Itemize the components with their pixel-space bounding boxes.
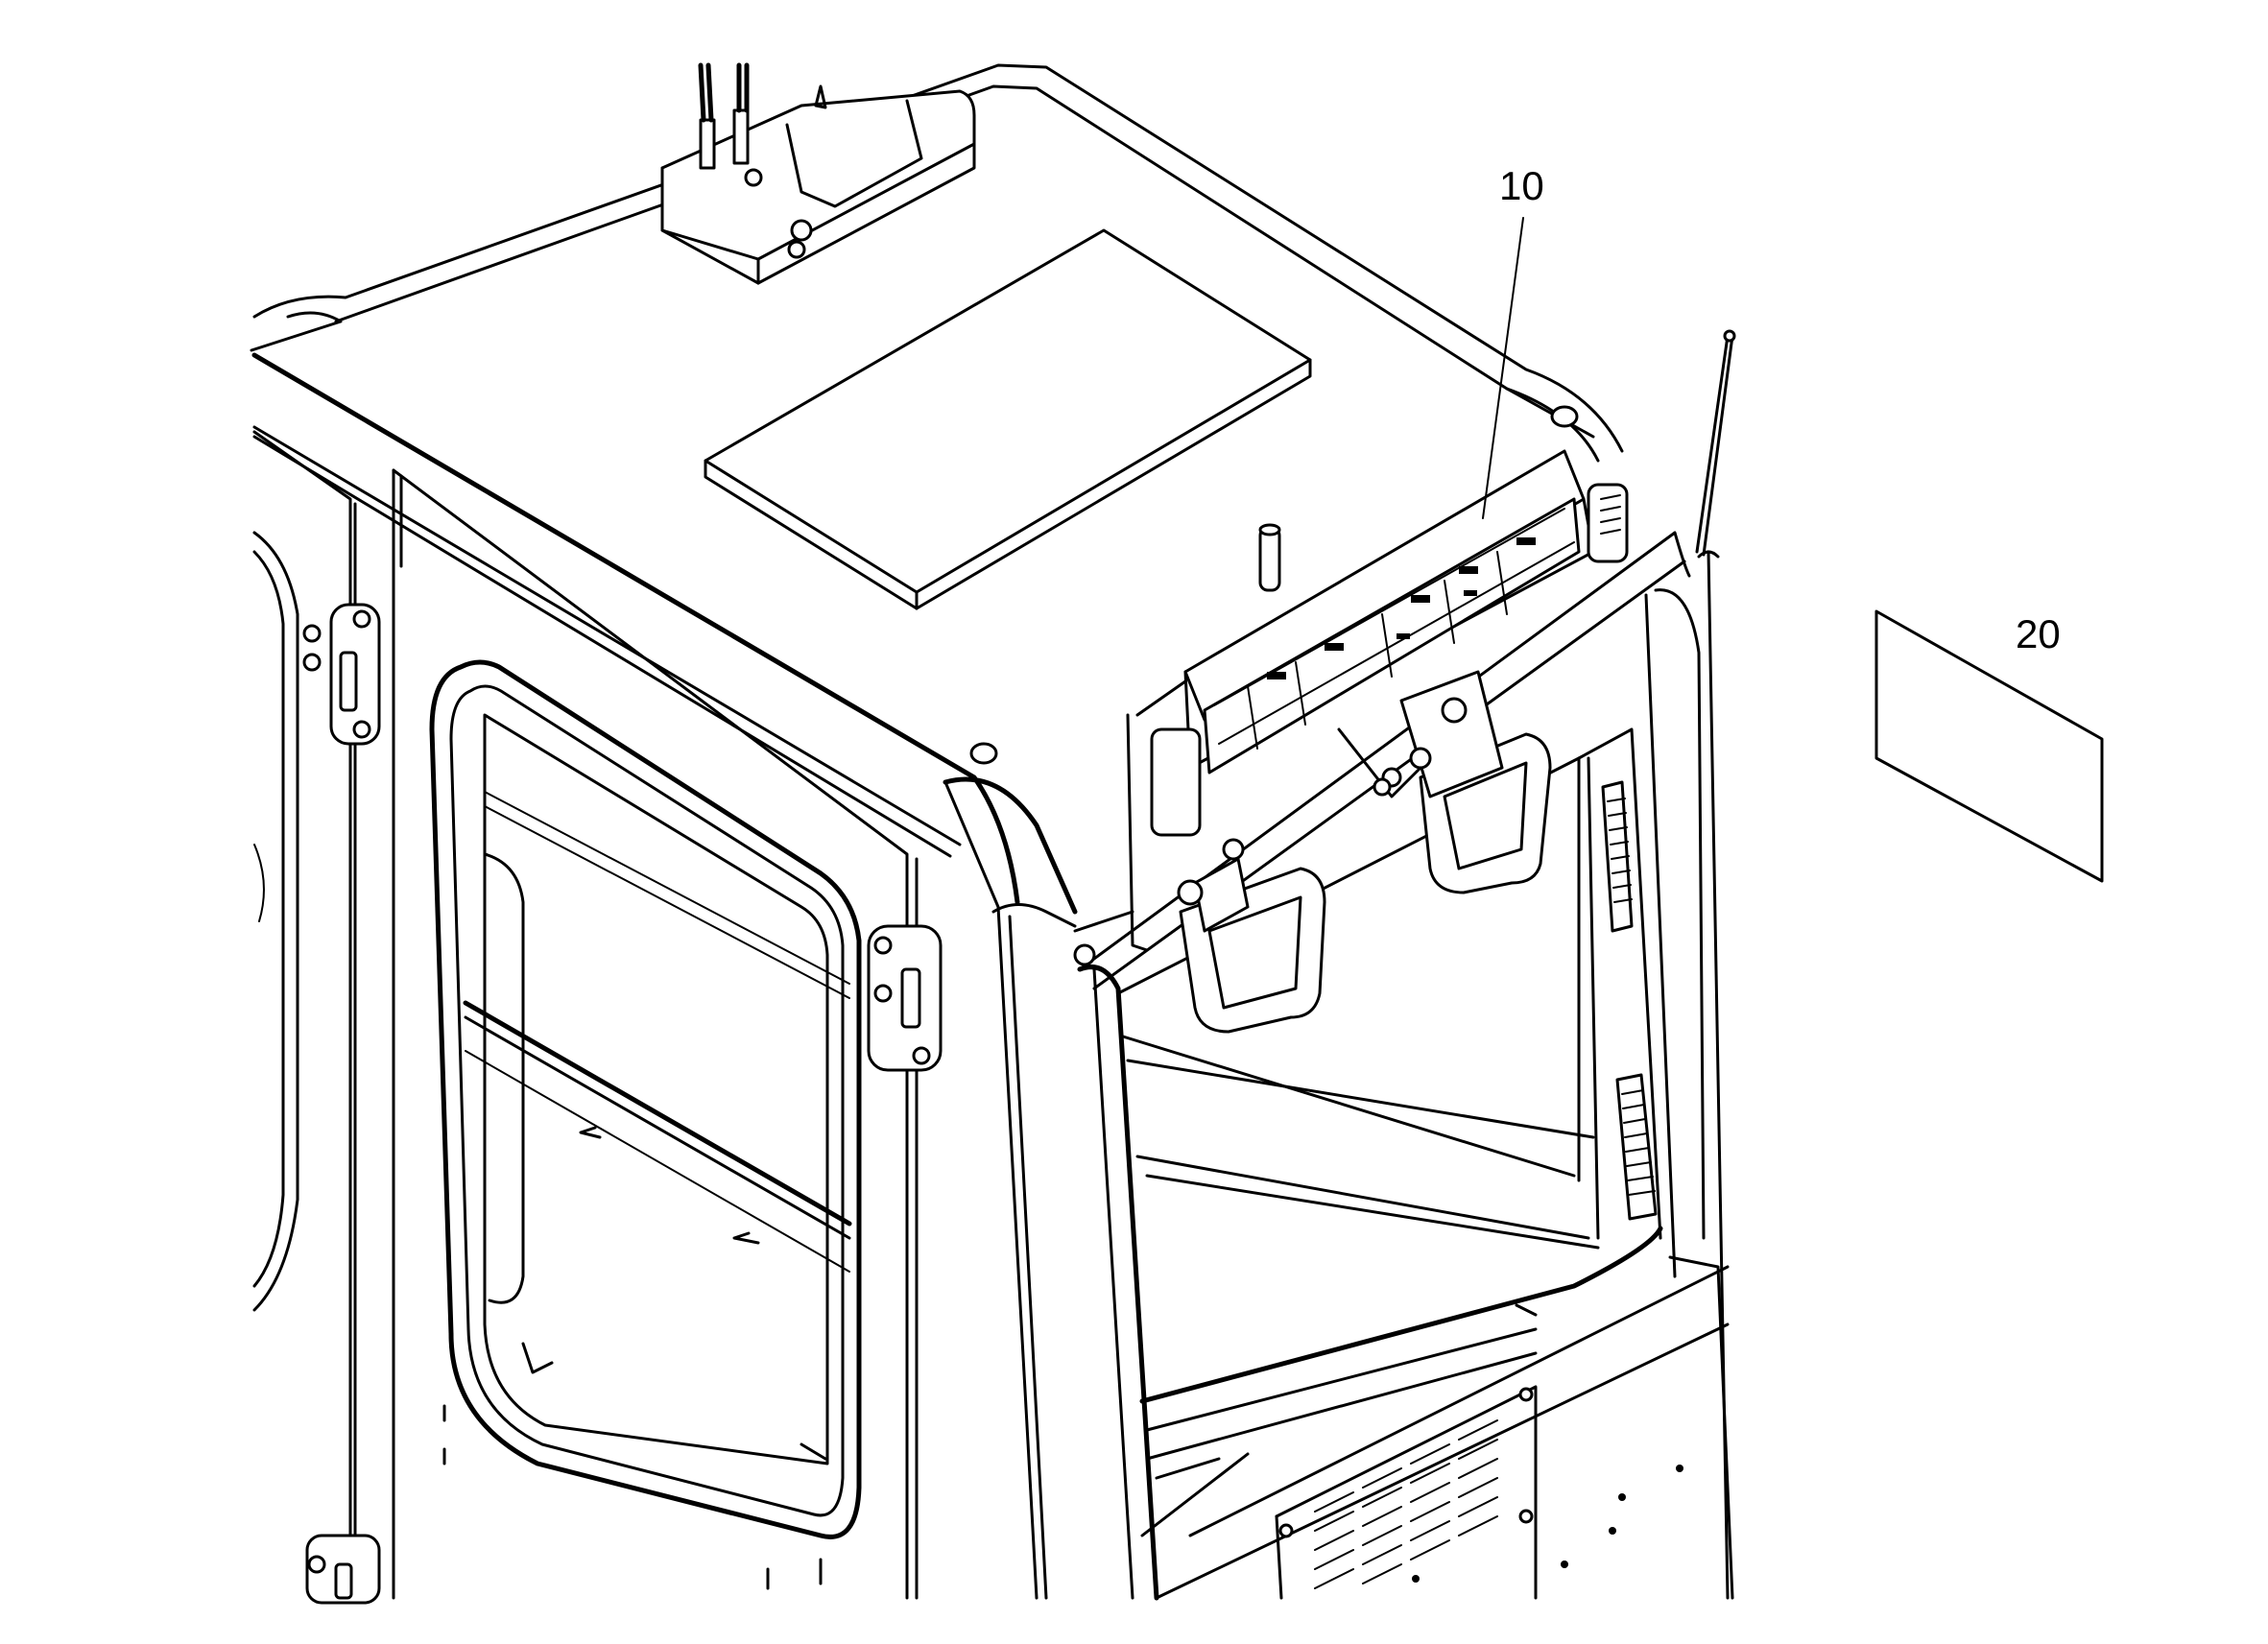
cab-left-side [252,430,403,1605]
roof-panel [704,228,1312,610]
cab-door [392,468,943,1600]
whip-antenna [1695,329,1736,557]
front-pillar [943,531,1734,1601]
vent-grille [1275,1385,1683,1600]
decal-20-sheet [1874,609,2104,883]
callout-10: 10 [1499,163,1544,208]
roof-antenna-unit [660,62,976,285]
callout-leaders [1482,217,1524,519]
work-lights [1073,670,1552,1034]
decal-10-panel [1126,449,1629,952]
callout-20: 20 [2016,611,2061,656]
roof-bolts [969,405,1579,765]
side-louvres [1601,780,1658,1221]
